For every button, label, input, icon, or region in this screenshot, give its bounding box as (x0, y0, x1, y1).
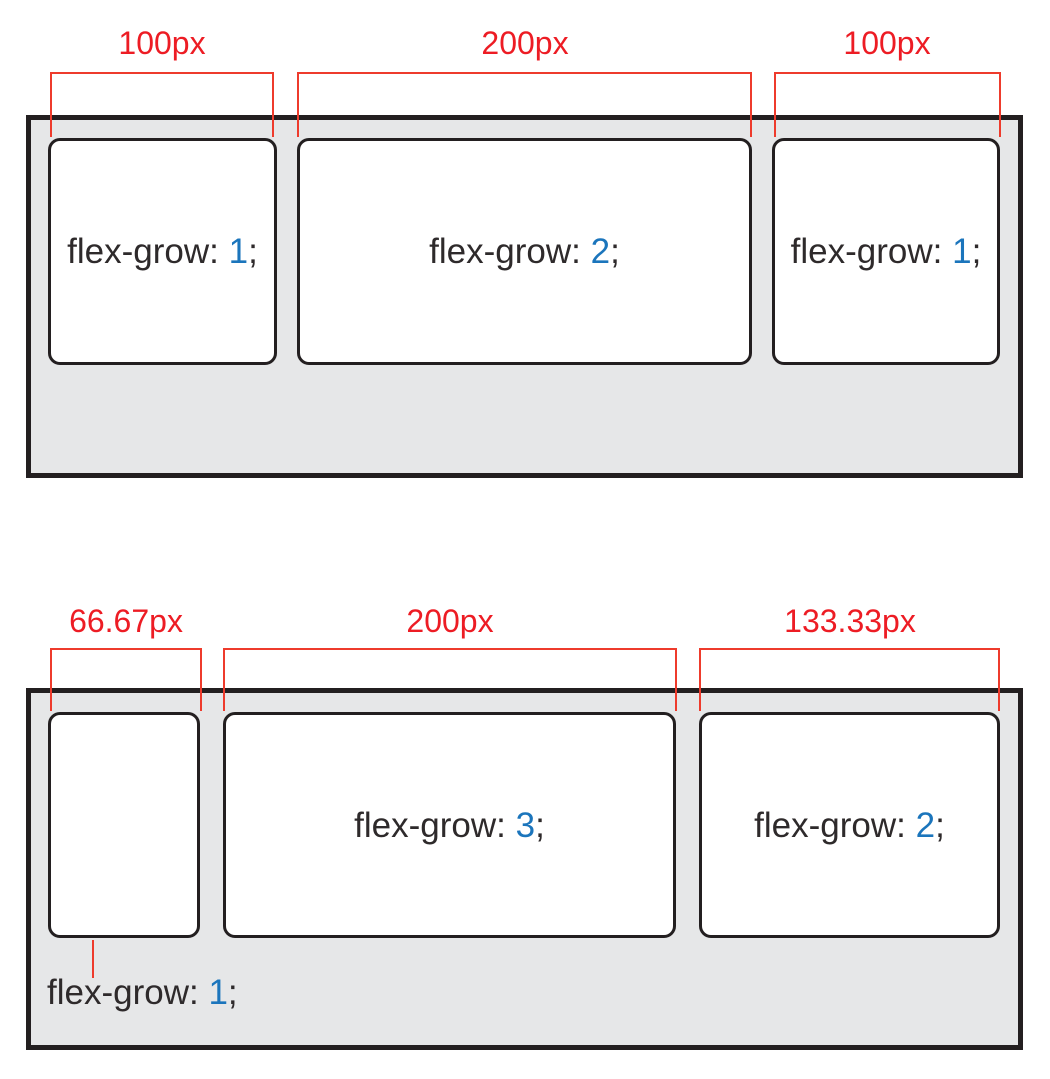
flex-item: flex-grow: 2; (297, 138, 752, 365)
dimension-bracket (50, 72, 274, 137)
flex-item (48, 712, 200, 938)
flex-item: flex-grow: 1; (48, 138, 277, 365)
flex-container: flex-grow: 1; flex-grow: 2; flex-grow: 1… (26, 115, 1023, 478)
code-value: 1 (952, 232, 972, 271)
flex-item: flex-grow: 3; (223, 712, 676, 938)
flex-item-callout: flex-grow: 1; (47, 975, 238, 1010)
callout-leader-line (92, 940, 94, 978)
dimension-bracket (223, 648, 677, 711)
dimension-label: 100px (118, 25, 206, 61)
flex-item: flex-grow: 2; (699, 712, 1000, 938)
dimension-bracket (774, 72, 1001, 137)
dimension-label: 100px (843, 25, 931, 61)
code-terminator: ; (935, 805, 945, 845)
code-terminator: ; (248, 232, 258, 271)
flex-grow-declaration: flex-grow: 2; (754, 808, 945, 843)
code-value: 2 (590, 232, 611, 271)
flex-grow-declaration: flex-grow: 3; (354, 808, 545, 843)
code-terminator: ; (535, 805, 545, 845)
code-property: flex-grow: (67, 232, 229, 271)
dimension-label: 200px (481, 25, 569, 61)
dimension-label: 133.33px (784, 603, 916, 639)
code-property: flex-grow: (429, 232, 591, 271)
flex-grow-declaration: flex-grow: 2; (429, 234, 620, 269)
flex-grow-declaration: flex-grow: 1; (791, 234, 982, 269)
code-property: flex-grow: (354, 805, 516, 845)
dimension-bracket (50, 648, 202, 711)
code-property: flex-grow: (790, 232, 953, 271)
dimension-bracket (699, 648, 1000, 711)
code-value: 1 (228, 232, 249, 271)
code-terminator: ; (227, 973, 238, 1012)
code-value: 1 (208, 973, 228, 1012)
code-property: flex-grow: (754, 805, 916, 845)
code-property: flex-grow: (47, 973, 209, 1012)
code-value: 2 (915, 805, 936, 845)
dimension-label: 200px (406, 603, 494, 639)
flex-grow-declaration: flex-grow: 1; (47, 973, 238, 1012)
code-terminator: ; (610, 232, 620, 271)
flex-item: flex-grow: 1; (772, 138, 1000, 365)
dimension-label: 66.67px (69, 603, 183, 639)
dimension-bracket (297, 72, 752, 137)
flex-container: flex-grow: 3; flex-grow: 2; (26, 688, 1023, 1050)
code-terminator: ; (971, 232, 982, 271)
flex-grow-declaration: flex-grow: 1; (67, 234, 258, 269)
code-value: 3 (515, 805, 536, 845)
